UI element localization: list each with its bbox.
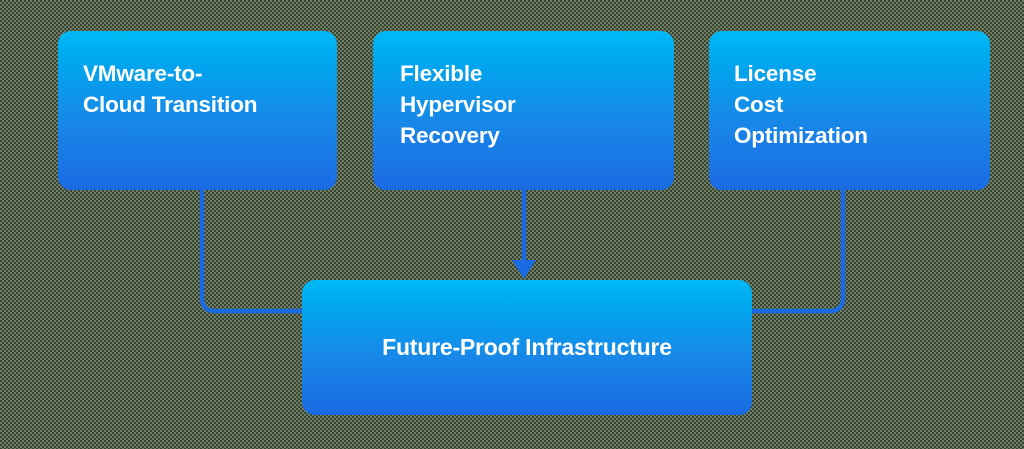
node-vmware-to-cloud-transition[interactable]: VMware-to- Cloud Transition bbox=[58, 31, 337, 190]
node-license-cost-optimization[interactable]: License Cost Optimization bbox=[709, 31, 990, 190]
node-label: Future-Proof Infrastructure bbox=[382, 333, 672, 360]
node-future-proof-infrastructure[interactable]: Future-Proof Infrastructure bbox=[302, 280, 752, 415]
node-flexible-hypervisor-recovery[interactable]: Flexible Hypervisor Recovery bbox=[373, 31, 674, 190]
arrowhead-icon bbox=[512, 260, 536, 279]
edge-vmware-to-future bbox=[199, 188, 306, 314]
node-label: VMware-to- Cloud Transition bbox=[83, 61, 258, 118]
edge-license-to-future bbox=[748, 188, 846, 314]
node-label: Flexible Hypervisor Recovery bbox=[400, 61, 516, 149]
node-label: License Cost Optimization bbox=[734, 61, 868, 149]
